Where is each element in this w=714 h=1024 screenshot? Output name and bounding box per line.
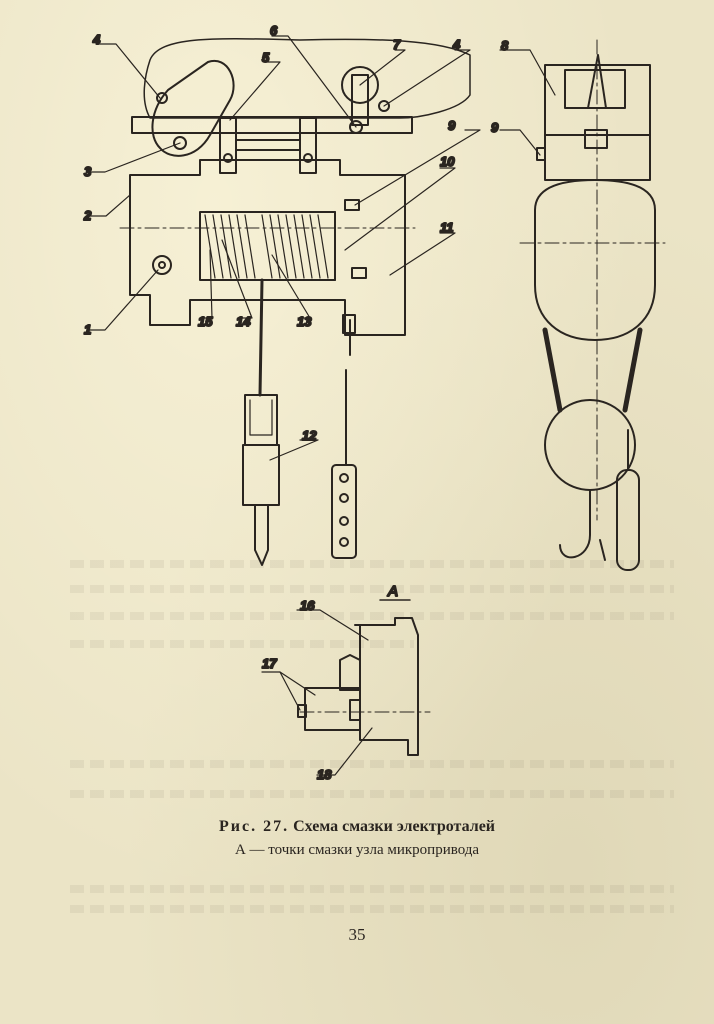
callout-8: 8 [501,38,509,53]
callout-5: 5 [262,50,270,65]
right-wheel [341,66,379,104]
bleed-through-text [70,560,674,568]
figure-subcaption: А — точки смазки узла микропривода [234,842,480,858]
axle [349,120,363,134]
grease-point [351,267,367,279]
callout-4-right: 4 [452,37,461,52]
callout-12: 11 [440,220,454,235]
axle [173,136,187,150]
pendant-control [331,464,357,559]
figure-title: Схема смазки электроталей [293,818,496,835]
figure-caption: Рис. 27. Схема смазки электроталей [0,818,714,836]
page-number: 35 [348,925,366,944]
left-wheel [151,59,235,157]
grease-point [344,199,360,211]
bolt [223,153,233,163]
grease-point [297,704,307,718]
bolt [303,153,313,163]
pendant-button [339,537,349,547]
pendant-side [616,469,640,571]
grease-point [378,100,390,112]
grease-point [156,92,168,104]
rope [258,278,264,397]
leader-lines [87,35,556,776]
callout-13: 12 [302,428,317,443]
callout-16: 15 [198,314,213,329]
bracket [299,117,317,174]
rope-side [542,327,643,413]
callout-3: 3 [84,164,92,179]
callout-17: 16 [300,598,315,613]
hook-block-side [544,399,636,491]
callout-14: 13 [297,314,312,329]
pendant-button [339,493,349,503]
hook-block [242,444,280,506]
grease-point [536,147,546,161]
bleed-through-text [70,905,674,913]
front-view [119,37,471,566]
callout-11: 10 [440,154,455,169]
rope-windings [204,214,329,279]
rail-profile [587,54,607,109]
bracket [219,117,237,174]
callout-18: 17 [262,656,277,671]
view-a-detail [297,599,431,756]
callout-4: 4 [92,32,101,47]
bleed-through-text [70,640,414,648]
bleed-through-text [70,760,674,768]
coupling [339,654,361,691]
rail [131,116,413,134]
bleed-through-text [70,612,674,620]
shaft-grease-point [152,255,172,275]
callout-1: 1 [84,322,91,337]
callout-9: 9 [491,120,499,135]
figure-number: Рис. 27. [218,818,290,835]
side-view [519,39,666,571]
callout-10: 9 [448,118,456,133]
pendant-button [339,516,349,526]
shaft-center [158,261,166,269]
bleed-through-text [70,585,674,593]
hook-tip [599,539,606,561]
hook-shank [254,504,269,566]
bleed-through-text [70,790,674,798]
hoist-body-side [534,179,656,341]
view-a-label: А [387,583,398,600]
cable-clamp [342,314,356,334]
sheave [249,399,273,436]
bleed-through-text [70,885,674,893]
callout-2: 2 [83,208,92,223]
callout-7: 7 [393,37,401,52]
block [584,129,608,149]
callout-15: 14 [236,314,251,329]
callout-6: 6 [270,23,278,38]
trolley-frame [143,37,471,119]
pendant-button [339,473,349,483]
wheel-bracket [351,74,369,126]
hook [559,489,591,559]
micro-drive-housing [349,617,419,756]
hoist-body [129,159,406,336]
callout-19: 18 [317,767,332,782]
